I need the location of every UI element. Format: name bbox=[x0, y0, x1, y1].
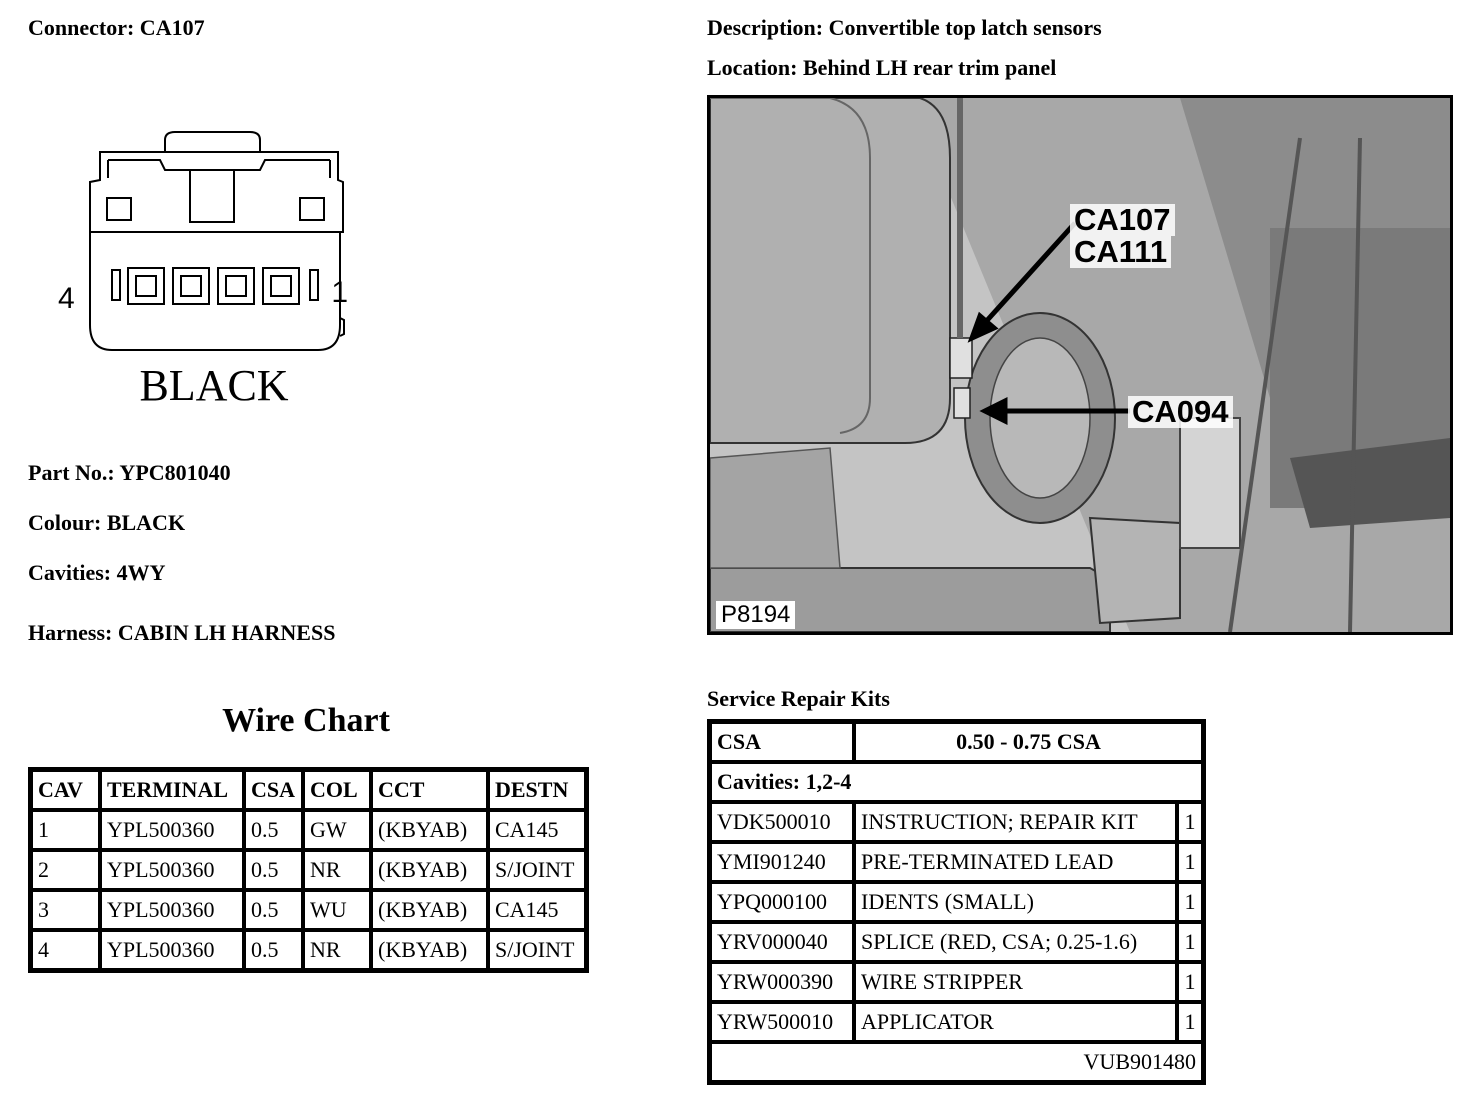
table-row: YRW500010 APPLICATOR 1 bbox=[710, 1002, 1203, 1042]
kit-qty: 1 bbox=[1177, 842, 1203, 882]
cell-col: WU bbox=[303, 890, 371, 930]
cell-col: NR bbox=[303, 850, 371, 890]
kit-description: IDENTS (SMALL) bbox=[854, 882, 1177, 922]
kit-qty: 1 bbox=[1177, 1002, 1203, 1042]
cell-cav: 3 bbox=[31, 890, 100, 930]
location-label: Location: Behind LH rear trim panel bbox=[707, 55, 1057, 80]
kit-part-no: YRW500010 bbox=[710, 1002, 854, 1042]
table-row: YRW000390 WIRE STRIPPER 1 bbox=[710, 962, 1203, 1002]
col-cav: CAV bbox=[31, 770, 100, 810]
table-row: YMI901240 PRE-TERMINATED LEAD 1 bbox=[710, 842, 1203, 882]
repair-kits-table: CSA 0.50 - 0.75 CSA Cavities: 1,2-4 VDK5… bbox=[707, 719, 1206, 1085]
kit-csa-label: CSA bbox=[710, 722, 854, 762]
col-csa: CSA bbox=[244, 770, 303, 810]
col-destn: DESTN bbox=[488, 770, 586, 810]
kit-description: INSTRUCTION; REPAIR KIT bbox=[854, 802, 1177, 842]
cell-destn: S/JOINT bbox=[488, 930, 586, 970]
connector-face-diagram: 4 1 BLACK bbox=[58, 131, 348, 410]
kit-csa-row: CSA 0.50 - 0.75 CSA bbox=[710, 722, 1203, 762]
cell-terminal: YPL500360 bbox=[100, 890, 244, 930]
cell-csa: 0.5 bbox=[244, 850, 303, 890]
wire-chart-title: Wire Chart bbox=[222, 702, 390, 739]
cell-csa: 0.5 bbox=[244, 930, 303, 970]
cell-cav: 2 bbox=[31, 850, 100, 890]
pin-1-label: 1 bbox=[331, 276, 348, 309]
kit-number: VUB901480 bbox=[710, 1042, 1203, 1082]
kit-part-no: YRW000390 bbox=[710, 962, 854, 1002]
kit-cavities-row: Cavities: 1,2-4 bbox=[710, 762, 1203, 802]
table-row: 1 YPL500360 0.5 GW (KBYAB) CA145 bbox=[31, 810, 586, 850]
kit-part-no: VDK500010 bbox=[710, 802, 854, 842]
table-row: VDK500010 INSTRUCTION; REPAIR KIT 1 bbox=[710, 802, 1203, 842]
pin-4-label: 4 bbox=[58, 282, 75, 315]
callout-ca111: CA111 bbox=[1070, 236, 1172, 268]
kit-cavities: Cavities: 1,2-4 bbox=[710, 762, 1203, 802]
table-row: 4 YPL500360 0.5 NR (KBYAB) S/JOINT bbox=[31, 930, 586, 970]
kit-qty: 1 bbox=[1177, 922, 1203, 962]
wire-chart-table: CAV TERMINAL CSA COL CCT DESTN 1 YPL5003… bbox=[28, 767, 589, 973]
col-terminal: TERMINAL bbox=[100, 770, 244, 810]
description-label: Description: Convertible top latch senso… bbox=[707, 15, 1102, 40]
connector-colour-label: BLACK bbox=[139, 361, 288, 410]
cell-destn: CA145 bbox=[488, 890, 586, 930]
cell-csa: 0.5 bbox=[244, 810, 303, 850]
cavities-label: Cavities: 4WY bbox=[28, 560, 166, 585]
wire-chart-header-row: CAV TERMINAL CSA COL CCT DESTN bbox=[31, 770, 586, 810]
kit-qty: 1 bbox=[1177, 962, 1203, 1002]
cell-cct: (KBYAB) bbox=[371, 930, 488, 970]
kit-part-no: YMI901240 bbox=[710, 842, 854, 882]
location-photo: CA107 CA111 CA094 P8194 bbox=[707, 95, 1453, 635]
connector-title: Connector: CA107 bbox=[28, 15, 205, 40]
photo-reference: P8194 bbox=[716, 601, 796, 629]
part-no-label: Part No.: YPC801040 bbox=[28, 460, 231, 485]
kit-description: WIRE STRIPPER bbox=[854, 962, 1177, 1002]
cell-destn: CA145 bbox=[488, 810, 586, 850]
col-col: COL bbox=[303, 770, 371, 810]
table-row: YRV000040 SPLICE (RED, CSA; 0.25-1.6) 1 bbox=[710, 922, 1203, 962]
cell-cav: 1 bbox=[31, 810, 100, 850]
table-row: YPQ000100 IDENTS (SMALL) 1 bbox=[710, 882, 1203, 922]
kit-number-row: VUB901480 bbox=[710, 1042, 1203, 1082]
cell-csa: 0.5 bbox=[244, 890, 303, 930]
harness-label: Harness: CABIN LH HARNESS bbox=[28, 620, 336, 645]
callout-ca094: CA094 bbox=[1128, 396, 1233, 428]
kit-part-no: YRV000040 bbox=[710, 922, 854, 962]
cell-cct: (KBYAB) bbox=[371, 810, 488, 850]
colour-label: Colour: BLACK bbox=[28, 510, 186, 535]
cell-destn: S/JOINT bbox=[488, 850, 586, 890]
table-row: 2 YPL500360 0.5 NR (KBYAB) S/JOINT bbox=[31, 850, 586, 890]
callout-ca107: CA107 bbox=[1070, 204, 1175, 236]
repair-kits-title: Service Repair Kits bbox=[707, 686, 890, 711]
kit-csa-value: 0.50 - 0.75 CSA bbox=[854, 722, 1203, 762]
kit-description: PRE-TERMINATED LEAD bbox=[854, 842, 1177, 882]
table-row: 3 YPL500360 0.5 WU (KBYAB) CA145 bbox=[31, 890, 586, 930]
col-cct: CCT bbox=[371, 770, 488, 810]
cell-col: NR bbox=[303, 930, 371, 970]
kit-qty: 1 bbox=[1177, 802, 1203, 842]
cell-cct: (KBYAB) bbox=[371, 850, 488, 890]
kit-part-no: YPQ000100 bbox=[710, 882, 854, 922]
kit-qty: 1 bbox=[1177, 882, 1203, 922]
cell-col: GW bbox=[303, 810, 371, 850]
cell-cct: (KBYAB) bbox=[371, 890, 488, 930]
cell-terminal: YPL500360 bbox=[100, 810, 244, 850]
cell-terminal: YPL500360 bbox=[100, 930, 244, 970]
cell-terminal: YPL500360 bbox=[100, 850, 244, 890]
cell-cav: 4 bbox=[31, 930, 100, 970]
kit-description: APPLICATOR bbox=[854, 1002, 1177, 1042]
vehicle-interior-illustration bbox=[710, 98, 1450, 632]
kit-description: SPLICE (RED, CSA; 0.25-1.6) bbox=[854, 922, 1177, 962]
